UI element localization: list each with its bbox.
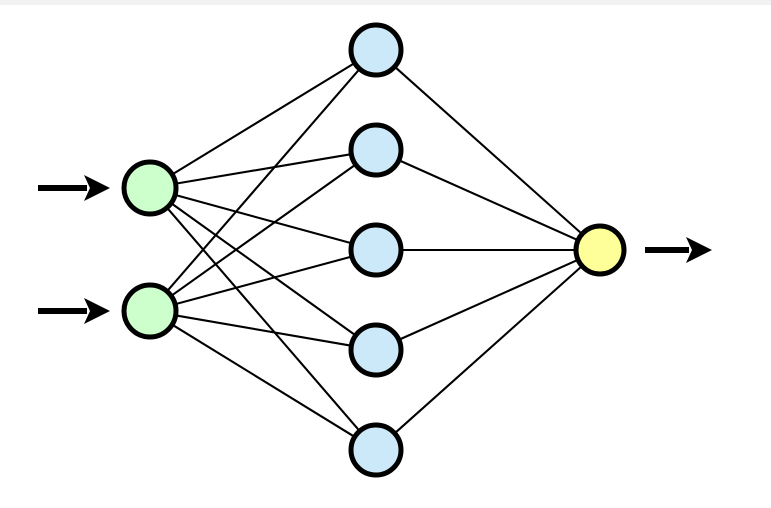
edge-in-2-to-hid-2	[168, 162, 359, 299]
top-band-decoration	[0, 0, 771, 5]
edge-in-2-to-hid-1	[164, 66, 362, 294]
edge-in-2-to-hid-3	[172, 254, 355, 306]
edge-in-1-to-hid-5	[164, 205, 363, 434]
edge-in-1-to-hid-1	[169, 60, 358, 177]
edges-group	[164, 60, 585, 440]
arrows-group	[38, 175, 712, 324]
edge-in-1-to-hid-4	[168, 200, 359, 338]
node-hid-4[interactable]	[348, 322, 404, 378]
edge-hid-5-to-out-1	[392, 263, 585, 436]
nodes-group	[121, 22, 627, 478]
edge-in-2-to-hid-5	[169, 322, 358, 440]
edge-in-2-to-hid-4	[172, 314, 355, 348]
input-arrow-2-head	[84, 298, 110, 324]
node-hid-1[interactable]	[348, 22, 404, 78]
output-arrow-1-head	[686, 237, 712, 263]
node-hid-3[interactable]	[348, 222, 404, 278]
edge-hid-1-to-out-1	[392, 64, 585, 237]
node-out-1[interactable]	[573, 223, 627, 277]
node-hid-5[interactable]	[348, 422, 404, 478]
edge-hid-4-to-out-1	[395, 257, 581, 342]
input-arrow-1-head	[84, 175, 110, 201]
edge-hid-2-to-out-1	[395, 158, 581, 243]
edge-in-1-to-hid-2	[172, 152, 355, 186]
node-hid-2[interactable]	[348, 122, 404, 178]
node-in-2[interactable]	[121, 282, 179, 340]
edge-in-1-to-hid-3	[172, 193, 355, 245]
node-in-1[interactable]	[121, 159, 179, 217]
